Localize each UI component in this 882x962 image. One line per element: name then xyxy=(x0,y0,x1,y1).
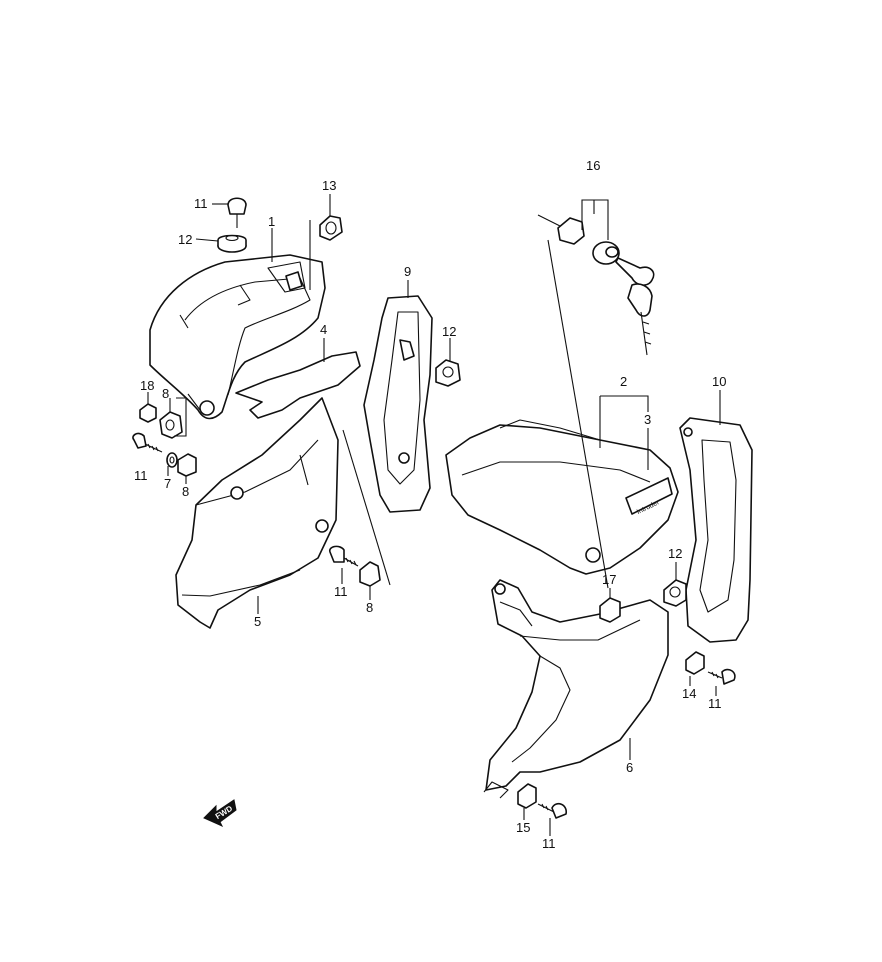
callout-15: 15 xyxy=(516,820,530,835)
callout-7: 7 xyxy=(164,476,171,491)
callout-8a: 8 xyxy=(162,386,169,401)
grommet-12-right[interactable] xyxy=(663,579,687,607)
spacer-8-upper[interactable] xyxy=(159,411,183,439)
spacer-8-lower[interactable] xyxy=(359,561,381,587)
callout-6: 6 xyxy=(626,760,633,775)
side-cover-lower-right[interactable] xyxy=(483,579,669,799)
fwd-arrow-icon: FWD xyxy=(203,799,237,828)
callouts: 1 2 3 4 5 6 7 8 8 8 9 10 11 11 11 11 11 … xyxy=(134,158,726,851)
callout-1: 1 xyxy=(268,214,275,229)
callout-11b: 11 xyxy=(134,468,148,483)
frame-cover-left[interactable] xyxy=(149,254,326,420)
callout-18: 18 xyxy=(140,378,154,393)
callout-10: 10 xyxy=(712,374,726,389)
callout-9: 9 xyxy=(404,264,411,279)
screw-11-top[interactable] xyxy=(227,197,247,228)
inner-bracket[interactable] xyxy=(363,295,433,513)
bracket-right[interactable] xyxy=(679,417,753,643)
grommet-13[interactable] xyxy=(319,215,343,241)
key-lock-set[interactable] xyxy=(557,217,655,356)
callout-8b: 8 xyxy=(182,484,189,499)
callout-12c: 12 xyxy=(668,546,682,561)
callout-11e: 11 xyxy=(542,836,556,851)
callout-3: 3 xyxy=(644,412,651,427)
spacer-8-mid[interactable] xyxy=(177,453,197,477)
nut-18[interactable] xyxy=(139,403,157,423)
callout-5: 5 xyxy=(254,614,261,629)
grommet-17[interactable] xyxy=(599,597,621,623)
callout-11c: 11 xyxy=(334,584,348,599)
callout-8c: 8 xyxy=(366,600,373,615)
alignment-line-right xyxy=(537,214,609,589)
screw-11-right[interactable] xyxy=(707,668,736,685)
grommet-12-top[interactable] xyxy=(217,234,247,253)
callout-12a: 12 xyxy=(178,232,192,247)
callout-12b: 12 xyxy=(442,324,456,339)
callout-11a: 11 xyxy=(194,196,208,211)
callout-17: 17 xyxy=(602,572,616,587)
screw-11-bottom[interactable] xyxy=(537,802,567,819)
bracket-strip[interactable] xyxy=(235,351,361,419)
screw-11-left[interactable] xyxy=(132,432,163,453)
callout-16: 16 xyxy=(586,158,600,173)
leader-lines xyxy=(147,194,721,836)
spacer-15[interactable] xyxy=(517,783,537,809)
alignment-line-center xyxy=(342,429,391,586)
callout-2: 2 xyxy=(620,374,627,389)
callout-14: 14 xyxy=(682,686,696,701)
callout-13: 13 xyxy=(322,178,336,193)
spacer-14[interactable] xyxy=(685,651,705,675)
washer-7[interactable] xyxy=(166,452,178,468)
callout-4: 4 xyxy=(320,322,327,337)
callout-11d: 11 xyxy=(708,696,722,711)
frame-cover-right[interactable]: Intruder xyxy=(445,419,679,575)
side-cover-lower-left[interactable] xyxy=(175,397,339,629)
screw-11-center[interactable] xyxy=(329,545,359,567)
grommet-12-center[interactable] xyxy=(435,359,461,387)
